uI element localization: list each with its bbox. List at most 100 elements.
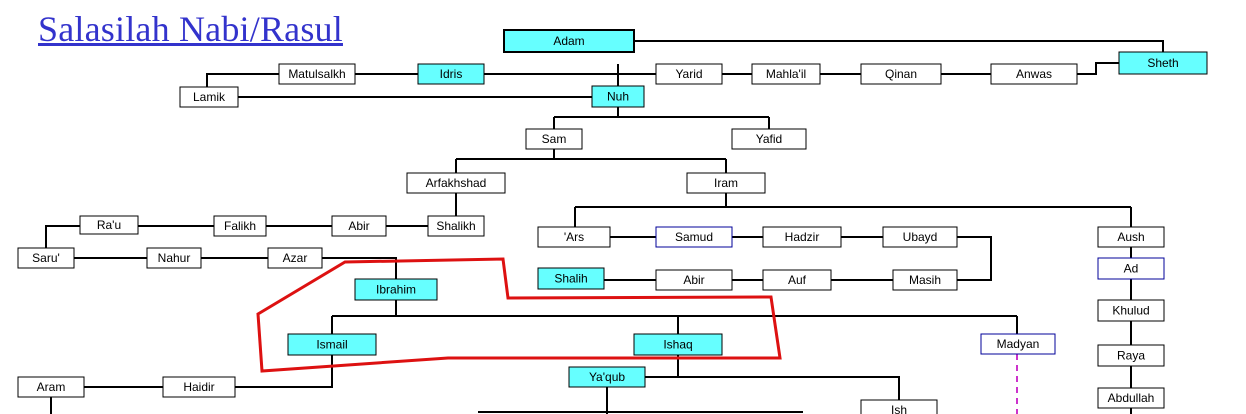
person-name: Mahla'il bbox=[766, 67, 806, 81]
person-box-frame bbox=[1097, 226, 1165, 248]
person-box-frame bbox=[1097, 344, 1165, 367]
person-box-frame bbox=[1097, 257, 1165, 280]
person-box-matulsalkh: Matulsalkh bbox=[278, 63, 356, 85]
person-box-masih: Masih bbox=[892, 269, 958, 291]
person-box-saru: Saru' bbox=[17, 247, 75, 269]
person-name: Ad bbox=[1124, 262, 1139, 276]
person-box-iram: Iram bbox=[686, 172, 766, 194]
person-box-frame bbox=[882, 226, 958, 248]
person-box-frame bbox=[537, 226, 611, 248]
person-box-frame bbox=[525, 128, 583, 150]
person-box-raya: Raya bbox=[1097, 344, 1165, 367]
person-box-frame bbox=[1097, 387, 1165, 409]
person-box-frame bbox=[267, 247, 323, 269]
person-name: Ibrahim bbox=[376, 283, 416, 297]
person-box-frame bbox=[503, 29, 635, 53]
person-name: Lamik bbox=[193, 90, 226, 104]
person-name: Khulud bbox=[1112, 304, 1149, 318]
person-box-frame bbox=[860, 399, 938, 414]
connector-line bbox=[45, 225, 80, 248]
person-box-frame bbox=[655, 226, 733, 248]
person-box-frame bbox=[417, 63, 485, 85]
person-name: Anwas bbox=[1016, 67, 1052, 81]
person-box-frame bbox=[860, 63, 942, 85]
person-name: Ya'qub bbox=[589, 370, 625, 384]
person-box-frame bbox=[213, 215, 267, 237]
person-box-adam: Adam bbox=[503, 29, 635, 53]
connector-line bbox=[634, 40, 1164, 52]
person-box-ad: Ad bbox=[1097, 257, 1165, 280]
connector-line bbox=[206, 73, 279, 87]
connector-line bbox=[645, 376, 900, 400]
person-name: Yarid bbox=[675, 67, 702, 81]
person-box-yaqub: Ya'qub bbox=[568, 366, 646, 388]
person-name: Iram bbox=[714, 176, 738, 190]
person-box-ismail: Ismail bbox=[287, 333, 377, 356]
person-box-frame bbox=[331, 215, 387, 237]
person-box-anwas: Anwas bbox=[990, 63, 1078, 85]
person-name: Qinan bbox=[885, 67, 917, 81]
person-name: Nuh bbox=[607, 90, 629, 104]
person-box-idris: Idris bbox=[417, 63, 485, 85]
person-name: Abdullah bbox=[1108, 391, 1155, 405]
person-box-samud: Samud bbox=[655, 226, 733, 248]
person-box-aush: Aush bbox=[1097, 226, 1165, 248]
person-box-qinan: Qinan bbox=[860, 63, 942, 85]
person-box-frame bbox=[751, 63, 821, 85]
person-name: Yafid bbox=[756, 132, 782, 146]
person-box-sam: Sam bbox=[525, 128, 583, 150]
person-box-frame bbox=[686, 172, 766, 194]
person-box-shalih: Shalih bbox=[537, 267, 605, 290]
person-box-ish: Ish bbox=[860, 399, 938, 414]
person-box-lamik: Lamik bbox=[179, 86, 239, 108]
person-name: 'Ars bbox=[564, 230, 584, 244]
person-box-shalikh: Shalikh bbox=[427, 215, 485, 237]
person-box-sheth: Sheth bbox=[1118, 51, 1208, 75]
person-box-frame bbox=[17, 247, 75, 269]
person-box-khulud: Khulud bbox=[1097, 299, 1165, 322]
person-name: Haidir bbox=[183, 380, 214, 394]
person-box-ars: 'Ars bbox=[537, 226, 611, 248]
person-box-frame bbox=[287, 333, 377, 356]
person-name: Aram bbox=[37, 380, 66, 394]
person-box-frame bbox=[762, 269, 832, 291]
person-box-abdullah: Abdullah bbox=[1097, 387, 1165, 409]
person-box-auf: Auf bbox=[762, 269, 832, 291]
person-box-abir1: Abir bbox=[331, 215, 387, 237]
person-name: Raya bbox=[1117, 349, 1145, 363]
person-box-frame bbox=[179, 86, 239, 108]
person-box-frame bbox=[1118, 51, 1208, 75]
person-box-frame bbox=[537, 267, 605, 290]
person-name: Madyan bbox=[997, 337, 1040, 351]
person-box-frame bbox=[568, 366, 646, 388]
person-box-frame bbox=[762, 226, 842, 248]
person-box-arfakhshad: Arfakhshad bbox=[406, 172, 506, 194]
person-name: Falikh bbox=[224, 219, 256, 233]
connector-line bbox=[322, 257, 397, 279]
person-name: Hadzir bbox=[785, 230, 820, 244]
person-box-frame bbox=[990, 63, 1078, 85]
person-box-azar: Azar bbox=[267, 247, 323, 269]
person-name: Ra'u bbox=[97, 218, 121, 232]
person-name: Arfakhshad bbox=[426, 176, 487, 190]
person-box-frame bbox=[980, 333, 1056, 355]
person-box-frame bbox=[162, 376, 236, 398]
person-box-nuh: Nuh bbox=[591, 85, 645, 108]
person-box-frame bbox=[633, 333, 723, 356]
person-name: Shalikh bbox=[436, 219, 475, 233]
person-name: Saru' bbox=[32, 251, 60, 265]
person-name: Masih bbox=[909, 273, 941, 287]
connector-line bbox=[957, 236, 992, 281]
person-box-ibrahim: Ibrahim bbox=[354, 278, 438, 301]
person-box-aram: Aram bbox=[17, 376, 85, 398]
person-name: Ubayd bbox=[903, 230, 938, 244]
person-box-ubayd: Ubayd bbox=[882, 226, 958, 248]
person-box-frame bbox=[17, 376, 85, 398]
person-box-ishaq: Ishaq bbox=[633, 333, 723, 356]
tree-connectors bbox=[45, 40, 1164, 414]
person-box-frame bbox=[731, 128, 807, 150]
person-name: Idris bbox=[440, 67, 463, 81]
person-box-frame bbox=[406, 172, 506, 194]
person-box-frame bbox=[79, 215, 139, 235]
person-box-frame bbox=[655, 269, 733, 291]
